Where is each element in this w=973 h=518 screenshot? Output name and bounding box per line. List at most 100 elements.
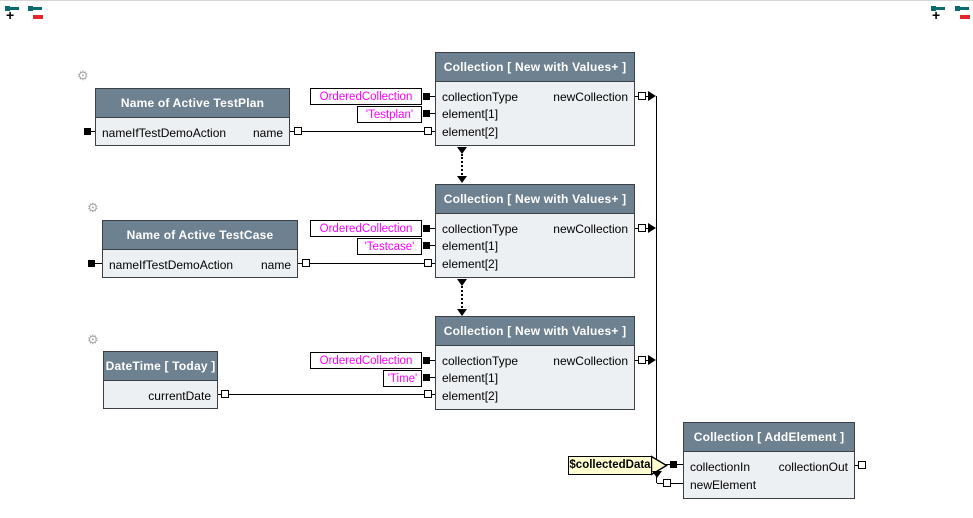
node-title: Name of Active TestPlan: [96, 89, 289, 118]
node-collection-new-with-values-1[interactable]: Collection [ New with Values+ ] collecti…: [435, 52, 635, 146]
collapse-all-button[interactable]: [28, 5, 45, 23]
node-name-of-active-testcase[interactable]: Name of Active TestCase nameIfTestDemoAc…: [102, 220, 298, 278]
port-in-element1[interactable]: [423, 110, 430, 117]
arrowhead-right-icon: [648, 91, 656, 101]
connector-line: [432, 394, 435, 395]
input-label-collectiontype: collectionType: [442, 353, 519, 368]
output-label-name: name: [260, 257, 291, 272]
input-label-collectiontype: collectionType: [442, 221, 519, 236]
port-in-collectiontype[interactable]: [423, 93, 430, 100]
sequence-connector-dotted: [461, 286, 463, 308]
port-out-newcollection[interactable]: [638, 224, 646, 232]
value-label-time[interactable]: 'Time': [383, 370, 422, 387]
arrowhead-down-icon: [457, 279, 467, 286]
port-in-element1[interactable]: [423, 374, 430, 381]
connector-line: [657, 483, 665, 484]
connector-line: [302, 131, 425, 132]
expand-all-button-right[interactable]: +: [931, 5, 948, 23]
value-label-testplan[interactable]: 'Testplan': [357, 106, 422, 123]
input-label-element2: element[2]: [442, 256, 499, 271]
arrowhead-down-icon: [457, 176, 467, 183]
output-label-name: name: [252, 125, 283, 140]
port-out-newcollection[interactable]: [638, 356, 646, 364]
gear-icon[interactable]: ⚙: [87, 332, 99, 347]
node-title: DateTime [ Today ]: [104, 352, 217, 381]
connector-line: [310, 263, 425, 264]
input-label-collectiontype: collectionType: [442, 89, 519, 104]
node-title: Name of Active TestCase: [103, 221, 297, 250]
port-out-newcollection[interactable]: [638, 92, 646, 100]
connector-line: [635, 360, 638, 361]
connector-line: [430, 377, 435, 378]
connector-line: [430, 245, 435, 246]
node-collection-addelement[interactable]: Collection [ AddElement ] collectionIn c…: [683, 422, 855, 499]
input-label-element2: element[2]: [442, 124, 499, 139]
port-out-collectionout[interactable]: [858, 461, 866, 469]
input-label-element1: element[1]: [442, 107, 499, 122]
value-label-orderedcollection-3[interactable]: OrderedCollection: [310, 352, 422, 369]
connector-line: [671, 483, 683, 484]
port-out-currentdate[interactable]: [221, 390, 229, 398]
gear-icon[interactable]: ⚙: [77, 68, 89, 83]
value-label-orderedcollection-1[interactable]: OrderedCollection: [310, 88, 422, 105]
port-in-filled[interactable]: [88, 260, 95, 267]
node-collection-new-with-values-3[interactable]: Collection [ New with Values+ ] collecti…: [435, 316, 635, 410]
port-in-element2[interactable]: [424, 259, 432, 267]
port-in-element2[interactable]: [424, 390, 432, 398]
connector-line: [91, 131, 95, 132]
port-out-name[interactable]: [294, 127, 302, 135]
input-label-newelement: newElement: [690, 478, 757, 492]
teal-arrow-icon: [32, 7, 42, 10]
teal-arrow-icon: [28, 6, 33, 11]
output-label-newcollection: newCollection: [553, 89, 628, 104]
connector-line: [664, 464, 670, 465]
input-label-element1: element[1]: [442, 239, 499, 254]
input-label-nameiftestdemoaction: nameIfTestDemoAction: [109, 257, 234, 272]
connector-bus-line: [656, 96, 657, 483]
gear-icon[interactable]: ⚙: [87, 200, 99, 215]
value-label-testcase[interactable]: 'Testcase': [357, 238, 422, 255]
port-out-name[interactable]: [302, 259, 310, 267]
arrowhead-down-icon: [652, 471, 662, 478]
minus-icon: [960, 15, 970, 19]
plus-icon: +: [6, 7, 15, 23]
node-datetime-today[interactable]: DateTime [ Today ] currentDate: [103, 351, 218, 409]
teal-arrow-icon: [931, 6, 936, 11]
connector-line: [218, 394, 222, 395]
teal-arrow-icon: [959, 7, 969, 10]
output-label-newcollection: newCollection: [553, 353, 628, 368]
value-label-orderedcollection-2[interactable]: OrderedCollection: [310, 220, 422, 237]
buffer-flag-point: [651, 455, 668, 476]
output-label-newcollection: newCollection: [553, 221, 628, 236]
connector-line: [298, 263, 303, 264]
port-in-collectiontype[interactable]: [423, 225, 430, 232]
collapse-all-button-right[interactable]: [955, 5, 972, 23]
node-title: Collection [ AddElement ]: [684, 423, 854, 452]
port-in-element1[interactable]: [423, 242, 430, 249]
port-in-collectionin[interactable]: [670, 461, 677, 468]
port-in-element2[interactable]: [424, 127, 432, 135]
buffer-flag-collecteddata[interactable]: $collectedData: [568, 456, 652, 475]
port-in-newelement[interactable]: [663, 479, 671, 487]
node-title: Collection [ New with Values+ ]: [436, 53, 634, 82]
connector-line: [432, 263, 435, 264]
connector-line: [95, 263, 102, 264]
teal-arrow-icon: [5, 6, 10, 11]
teal-arrow-icon: [9, 7, 19, 10]
port-in-collectiontype[interactable]: [423, 357, 430, 364]
connector-line: [430, 113, 435, 114]
teal-arrow-icon: [935, 7, 945, 10]
connector-line: [432, 131, 435, 132]
minus-icon: [33, 15, 43, 19]
port-in-filled[interactable]: [84, 128, 91, 135]
teal-arrow-icon: [955, 6, 960, 11]
input-label-collectionin: collectionIn: [690, 460, 751, 474]
node-name-of-active-testplan[interactable]: Name of Active TestPlan nameIfTestDemoAc…: [95, 88, 290, 146]
node-title: Collection [ New with Values+ ]: [436, 185, 634, 214]
node-title: Collection [ New with Values+ ]: [436, 317, 634, 346]
output-label-collectionout: collectionOut: [778, 460, 848, 474]
node-collection-new-with-values-2[interactable]: Collection [ New with Values+ ] collecti…: [435, 184, 635, 278]
expand-all-button[interactable]: +: [5, 5, 22, 23]
input-label-nameiftestdemoaction: nameIfTestDemoAction: [102, 125, 227, 140]
